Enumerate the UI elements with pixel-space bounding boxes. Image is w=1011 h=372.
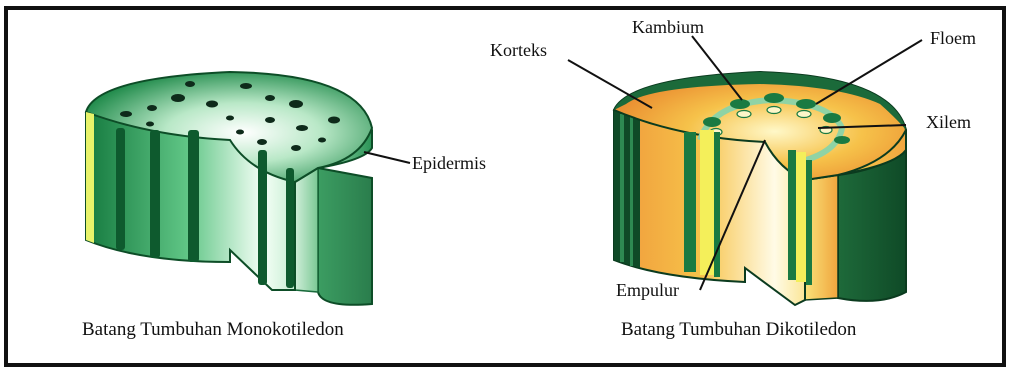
label-xilem: Xilem [926,112,971,132]
label-epidermis: Epidermis [412,153,486,173]
label-kambium: Kambium [632,17,704,37]
dicot-vascular-stripe [788,150,796,280]
caption-monocot: Batang Tumbuhan Monokotiledon [82,319,344,340]
monocot-vascular-bundle [188,130,199,262]
monocot-epidermis-side [318,168,372,305]
label-korteks: Korteks [490,40,547,60]
monocot-vascular-bundle [286,168,294,288]
caption-dicot: Batang Tumbuhan Dikotiledon [621,319,857,340]
monocot-stem: Epidermis Batang Tumbuhan Monokotiledon [82,72,486,340]
label-empulur: Empulur [616,280,679,300]
dicot-vascular-stripe [684,132,696,272]
monocot-vascular-bundle [150,130,160,258]
label-floem: Floem [930,28,976,48]
dicot-stem: Korteks Kambium Floem Xilem Empulur Bata… [490,17,976,340]
monocot-vascular-bundle [116,128,125,250]
monocot-vascular-bundle [258,150,267,285]
